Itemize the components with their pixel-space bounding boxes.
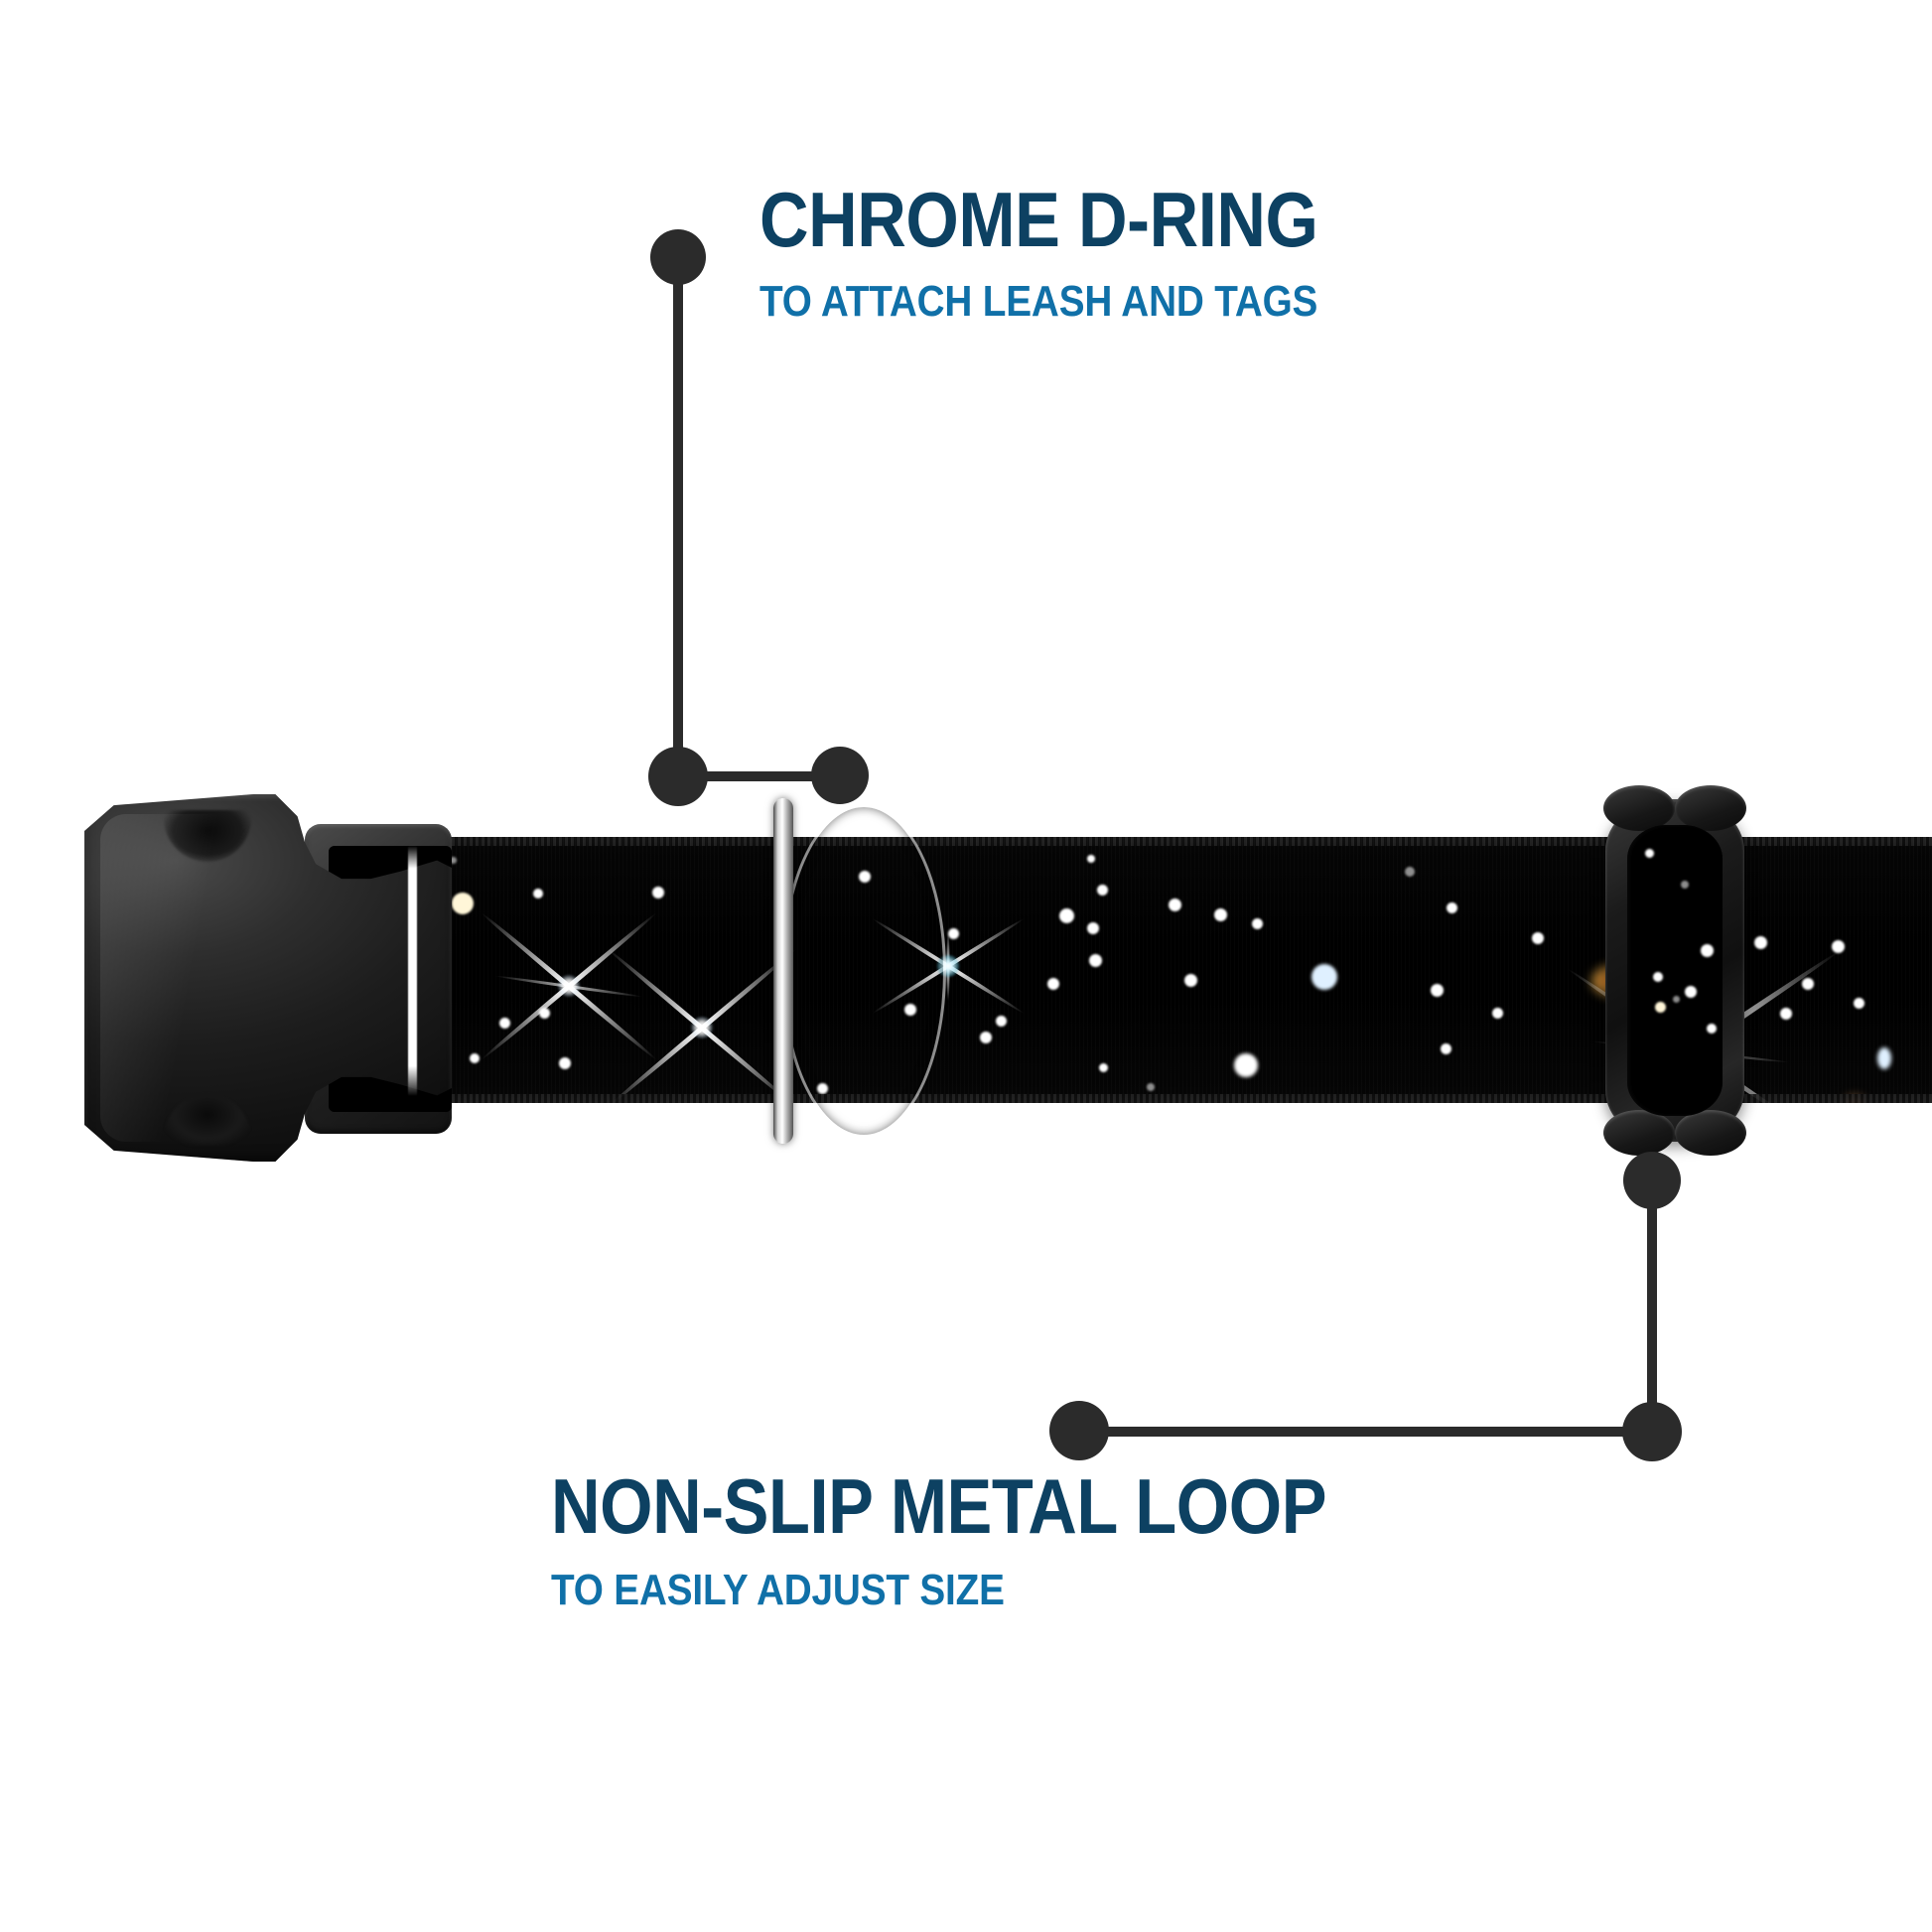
loop-scallop	[1675, 1110, 1746, 1156]
callout-non-slip-metal-loop: NON-SLIP METAL LOOP TO EASILY ADJUST SIZ…	[551, 1467, 1433, 1612]
callout-subline-d-ring: TO ATTACH LEASH AND TAGS	[759, 277, 1318, 326]
galaxy-blob	[1842, 1095, 1867, 1103]
loop-scallop	[1603, 785, 1675, 831]
callout-headline-metal-loop: NON-SLIP METAL LOOP	[551, 1462, 1327, 1550]
leader-dot-bottom-end	[1049, 1401, 1109, 1460]
strap-edge-glint	[408, 846, 417, 1096]
leader-line-horizontal-bottom	[1082, 1427, 1656, 1437]
d-ring-straight-bar	[773, 798, 793, 1144]
chrome-d-ring	[769, 792, 958, 1150]
loop-aperture	[1627, 825, 1723, 1116]
callout-chrome-d-ring: CHROME D-RING TO ATTACH LEASH AND TAGS	[759, 181, 1394, 324]
leader-line-vertical-top	[673, 256, 683, 778]
leader-dot-target-d-ring	[811, 747, 869, 804]
leader-line-vertical-bottom	[1647, 1181, 1657, 1432]
leader-line-horizontal-top	[678, 771, 841, 781]
side-release-buckle	[84, 794, 452, 1162]
callout-subline-metal-loop: TO EASILY ADJUST SIZE	[551, 1566, 1005, 1614]
loop-scallop	[1603, 1110, 1675, 1156]
metal-adjuster-loop	[1603, 785, 1746, 1156]
loop-scallop	[1675, 785, 1746, 831]
callout-headline-d-ring: CHROME D-RING	[759, 176, 1318, 263]
d-ring-inner-highlight	[781, 804, 946, 1138]
